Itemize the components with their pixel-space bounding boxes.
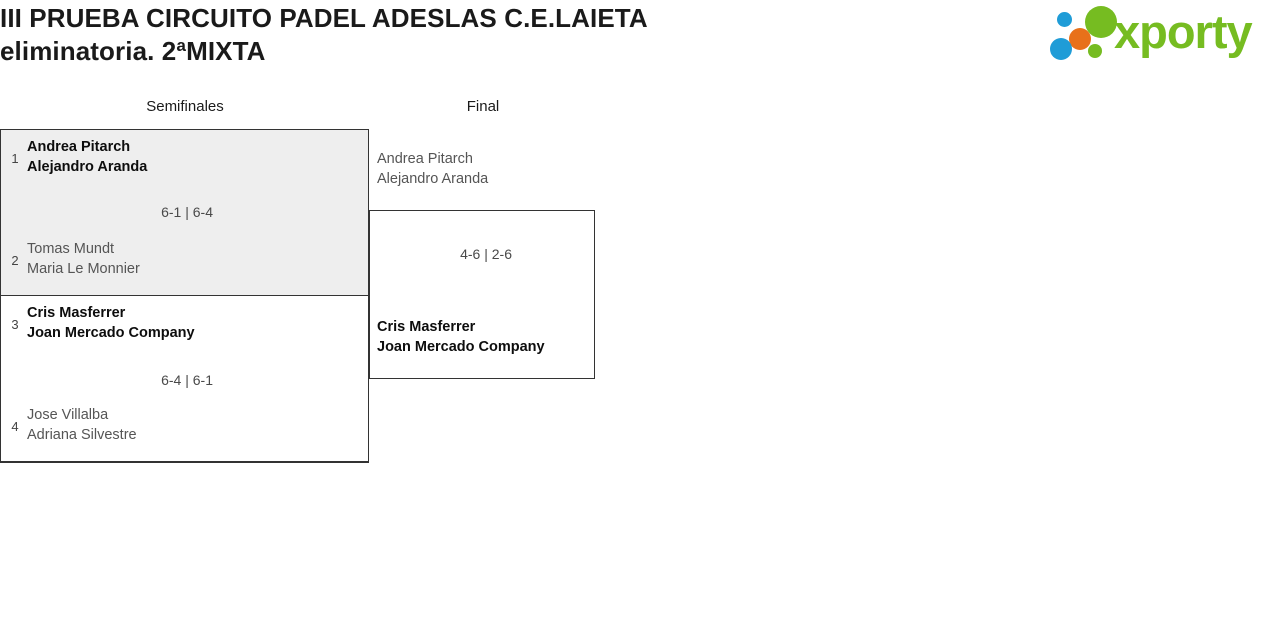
match-final[interactable] xyxy=(369,210,595,379)
page-title: III PRUEBA CIRCUITO PADEL ADESLAS C.E.LA… xyxy=(0,2,700,68)
player-name: Alejandro Aranda xyxy=(377,170,489,187)
match-semifinal-1-score: 6-1 | 6-4 xyxy=(161,204,213,220)
match-final-score: 4-6 | 2-6 xyxy=(460,246,512,262)
logo-dot-orange xyxy=(1069,28,1091,50)
page-title-line-1: III PRUEBA CIRCUITO PADEL ADESLAS C.E.LA… xyxy=(0,3,648,33)
match-semifinal-2-team-top[interactable]: 3 Cris Masferrer Joan Mercado Company xyxy=(1,304,368,348)
team-names: Jose Villalba Adriana Silvestre xyxy=(27,406,137,445)
player-name: Adriana Silvestre xyxy=(27,426,137,443)
player-name: Maria Le Monnier xyxy=(27,260,140,277)
seed-number: 1 xyxy=(11,151,19,166)
player-name: Andrea Pitarch xyxy=(377,151,473,167)
team-names: Andrea Pitarch Alejandro Aranda xyxy=(27,138,147,177)
logo-dot-green-small xyxy=(1088,44,1102,58)
xporty-logo[interactable]: xporty xyxy=(1048,4,1274,62)
seed-number: 3 xyxy=(11,317,19,332)
player-name: Cris Masferrer xyxy=(377,319,476,335)
logo-wordmark: xporty xyxy=(1114,5,1253,58)
match-semifinal-2-score: 6-4 | 6-1 xyxy=(161,372,213,388)
player-name: Joan Mercado Company xyxy=(27,324,195,341)
player-name: Cris Masferrer xyxy=(27,305,126,321)
match-semifinal-1-team-top[interactable]: 1 Andrea Pitarch Alejandro Aranda xyxy=(1,138,368,182)
player-name: Alejandro Aranda xyxy=(27,158,148,175)
logo-dot-green-large xyxy=(1085,6,1117,38)
team-names: Cris Masferrer Joan Mercado Company xyxy=(27,304,195,343)
player-name: Jose Villalba xyxy=(27,407,109,423)
page-title-line-2: eliminatoria. 2ªMIXTA xyxy=(0,36,266,66)
match-semifinal-2-team-bottom[interactable]: 4 Jose Villalba Adriana Silvestre xyxy=(1,406,368,450)
logo-dot-blue-small xyxy=(1057,12,1072,27)
logo-dot-blue-large xyxy=(1050,38,1072,60)
player-name: Tomas Mundt xyxy=(27,241,115,257)
seed-number: 4 xyxy=(11,419,19,434)
team-names: Tomas Mundt Maria Le Monnier xyxy=(27,240,140,279)
seed-number: 2 xyxy=(11,253,19,268)
round-heading-semifinales: Semifinales xyxy=(146,98,224,115)
match-semifinal-2[interactable]: 3 Cris Masferrer Joan Mercado Company 4 … xyxy=(0,295,369,462)
match-semifinal-1-team-bottom[interactable]: 2 Tomas Mundt Maria Le Monnier xyxy=(1,240,368,284)
team-names: Cris Masferrer Joan Mercado Company xyxy=(377,318,545,357)
logo-dots-icon xyxy=(1048,4,1124,62)
player-name: Joan Mercado Company xyxy=(377,338,545,355)
round-heading-final: Final xyxy=(466,98,500,115)
match-final-team-top[interactable]: Andrea Pitarch Alejandro Aranda xyxy=(377,150,607,194)
match-final-team-bottom[interactable]: Cris Masferrer Joan Mercado Company xyxy=(377,318,607,362)
team-names: Andrea Pitarch Alejandro Aranda xyxy=(377,150,488,189)
player-name: Andrea Pitarch xyxy=(27,139,131,155)
match-semifinal-1[interactable]: 1 Andrea Pitarch Alejandro Aranda 2 Toma… xyxy=(0,129,369,296)
